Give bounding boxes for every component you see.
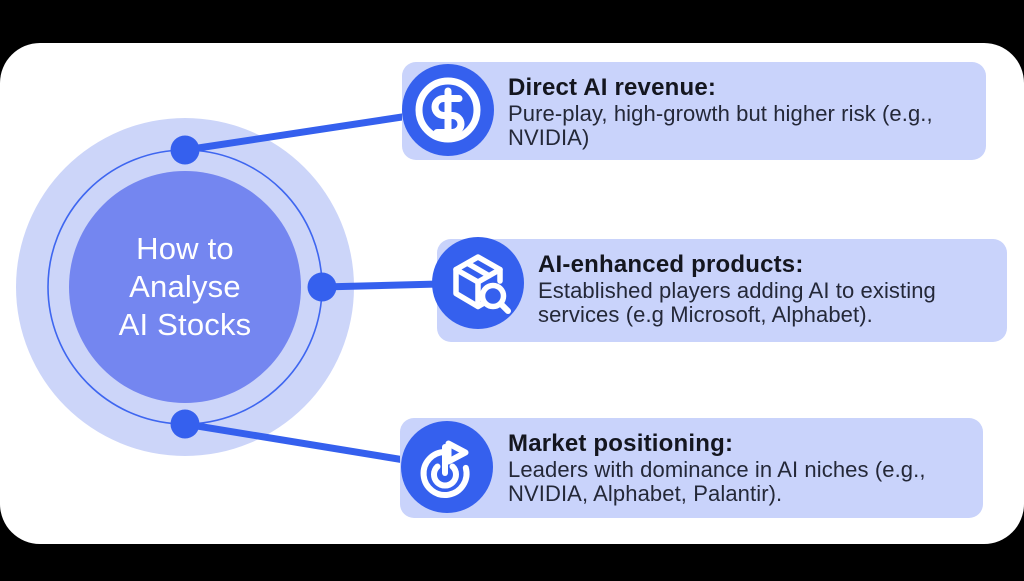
package-search-icon	[432, 237, 524, 329]
hub-title-line-1: How to	[136, 231, 234, 266]
connector-dot-top	[170, 135, 200, 165]
card-body: Established players adding AI to existin…	[538, 278, 936, 327]
card-direct-ai-revenue: Direct AI revenue: Pure-play, high-growt…	[402, 62, 986, 160]
card-body: Leaders with dominance in AI niches (e.g…	[508, 457, 926, 506]
card-title: AI-enhanced products:	[538, 251, 804, 278]
card-body: Pure-play, high-growth but higher risk (…	[508, 101, 933, 150]
dollar-coin-icon	[402, 64, 494, 156]
market-position-radar-icon	[401, 421, 493, 513]
hub-title-line-2: Analyse	[129, 269, 241, 304]
card-title: Direct AI revenue:	[508, 74, 717, 101]
hub-circle: How to Analyse AI Stocks	[69, 171, 301, 403]
card-ai-enhanced-products: AI-enhanced products: Established player…	[437, 239, 1007, 342]
connector-dot-middle	[307, 272, 337, 302]
hub-title: How to Analyse AI Stocks	[119, 230, 252, 344]
connector-dot-bottom	[170, 409, 200, 439]
card-title: Market positioning:	[508, 430, 734, 457]
hub-title-line-3: AI Stocks	[118, 307, 252, 342]
card-market-positioning: Market positioning: Leaders with dominan…	[400, 418, 983, 518]
